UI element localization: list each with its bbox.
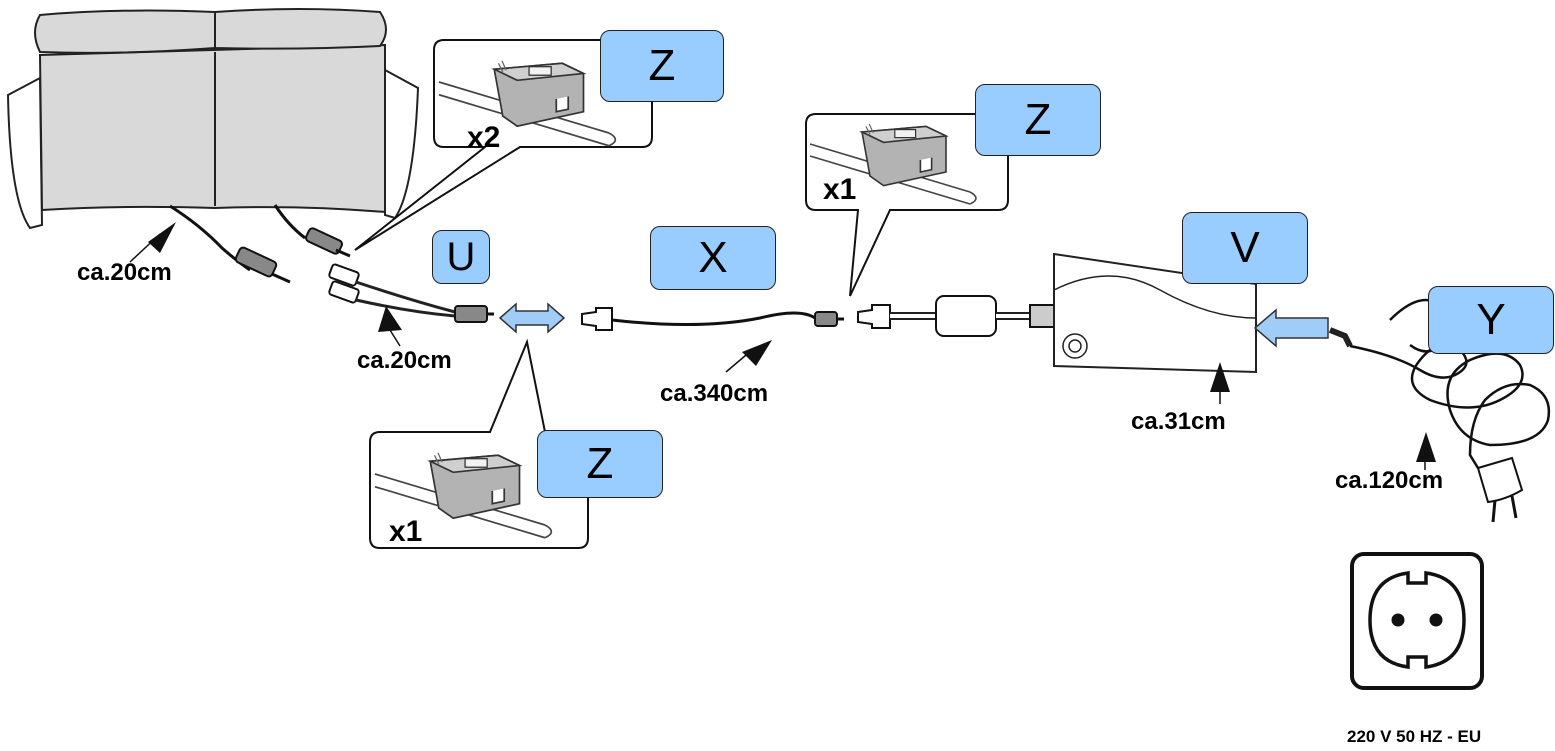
label-z-right: Z [975, 84, 1101, 156]
length-transformer-cable: ca.31cm [1131, 408, 1226, 435]
sofa-armrest-left [6, 76, 44, 230]
label-x: X [650, 226, 776, 290]
power-cord [1328, 298, 1551, 523]
label-v: V [1182, 212, 1308, 284]
voltage-label: 220 V 50 HZ - EU [1347, 727, 1482, 746]
sofa-armrest-right [384, 68, 420, 220]
length-power-cord: ca.120cm [1335, 467, 1444, 494]
quantity-bottom: x1 [389, 515, 423, 548]
label-u: U [432, 230, 490, 284]
y-split-cable [328, 263, 494, 323]
sofa-cables [169, 204, 351, 284]
label-z-top: Z [600, 30, 724, 102]
connect-arrow [1253, 308, 1329, 348]
wall-socket-icon [1350, 552, 1484, 690]
length-split-cable: ca.20cm [357, 347, 452, 374]
length-pointers [129, 222, 1436, 470]
transformer-cable [857, 295, 1055, 337]
quantity-right: x1 [823, 173, 857, 206]
label-y: Y [1428, 286, 1554, 354]
sofa [6, 8, 420, 230]
quantity-top: x2 [467, 121, 501, 154]
connector-left [234, 246, 291, 284]
sofa-cushion-right [214, 8, 387, 50]
length-extension-cable: ca.340cm [660, 380, 769, 407]
label-z-bottom: Z [537, 430, 663, 498]
power-plug [1476, 456, 1524, 504]
extension-cable [581, 307, 844, 331]
connector-right [305, 227, 351, 258]
connect-double-arrow [498, 302, 566, 334]
sofa-back [38, 43, 386, 214]
ferrite-core [935, 295, 997, 337]
sofa-cushion-left [34, 9, 216, 54]
length-sofa-cable: ca.20cm [77, 259, 172, 286]
